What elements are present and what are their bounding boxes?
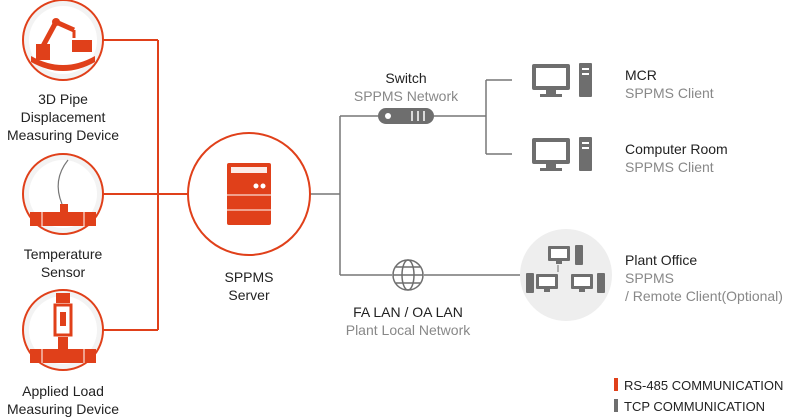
computer-group-icon bbox=[520, 229, 612, 321]
tcp-lines bbox=[310, 79, 520, 276]
device-label-temperature: Temperature Sensor bbox=[23, 246, 103, 280]
legend-tcp: TCP COMMUNICATION bbox=[614, 399, 765, 414]
rs485-lines bbox=[103, 39, 188, 331]
client-label-computer-room: Computer Room SPPMS Client bbox=[625, 141, 728, 175]
switch-icon bbox=[378, 108, 434, 124]
server-icon bbox=[187, 132, 311, 256]
lan-label: FA LAN / OA LAN Plant Local Network bbox=[345, 304, 471, 338]
computer-icon bbox=[532, 137, 592, 171]
load-measuring-icon bbox=[22, 289, 104, 371]
legend-rs485: RS-485 COMMUNICATION bbox=[614, 378, 783, 393]
computer-icon bbox=[532, 63, 592, 97]
legend-swatch-rs485 bbox=[614, 378, 618, 391]
device-label-3d-pipe: 3D Pipe Displacement Measuring Device bbox=[6, 91, 120, 143]
device-label-applied-load: Applied Load Measuring Device bbox=[6, 383, 120, 417]
server-label: SPPMS Server bbox=[224, 269, 274, 303]
client-label-mcr: MCR SPPMS Client bbox=[625, 67, 714, 101]
globe-icon bbox=[392, 259, 424, 291]
switch-label: Switch SPPMS Network bbox=[353, 70, 459, 104]
legend-swatch-tcp bbox=[614, 399, 618, 412]
temperature-sensor-icon bbox=[22, 153, 104, 235]
client-label-plant-office: Plant Office SPPMS / Remote Client(Optio… bbox=[625, 252, 783, 304]
robot-arm-icon bbox=[22, 0, 104, 81]
